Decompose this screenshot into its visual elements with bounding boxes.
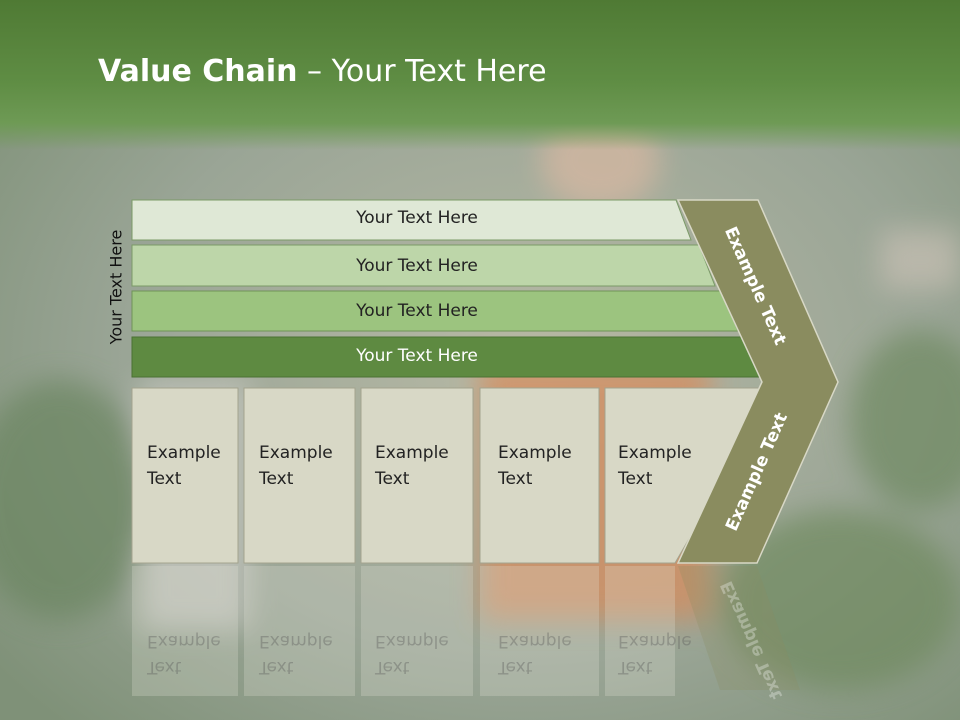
bar-4-label: Your Text Here [356, 346, 478, 366]
slide-title: Value Chain – Your Text Here [98, 54, 547, 89]
box-4-line1: Example [498, 443, 572, 463]
box-1-reflection-line2: Text [147, 657, 182, 677]
box-4-reflection: Text Example [498, 628, 572, 680]
box-5-reflection: Text Example [618, 628, 692, 680]
box-2-reflection-line2: Text [259, 657, 294, 677]
box-3-line2: Text [375, 469, 410, 489]
bar-2[interactable] [131, 244, 716, 287]
box-1-line1: Example [147, 443, 221, 463]
box-3-line1: Example [375, 443, 449, 463]
header-band [0, 0, 960, 150]
bar-2-label: Your Text Here [356, 256, 478, 276]
chevron-arrow[interactable] [676, 199, 839, 564]
box-3-reflection-line1: Example [375, 631, 449, 651]
box-2-reflection-line1: Example [259, 631, 333, 651]
box-3-reflection: Text Example [375, 628, 449, 680]
box-4-line2: Text [498, 469, 533, 489]
reflection-shapes [132, 566, 800, 696]
box-1-reflection-line1: Example [147, 631, 221, 651]
box-5-reflection-line2: Text [618, 657, 653, 677]
box-2-reflection: Text Example [259, 628, 333, 680]
box-4-reflection-line1: Example [498, 631, 572, 651]
box-2-line1: Example [259, 443, 333, 463]
box-1-reflection: Text Example [147, 628, 221, 680]
box-3-reflection-line2: Text [375, 657, 410, 677]
bar-1[interactable] [131, 199, 692, 241]
bar-1-label: Your Text Here [356, 208, 478, 228]
box-2-line2: Text [259, 469, 294, 489]
box-2[interactable] [243, 387, 356, 564]
box-1[interactable] [131, 387, 239, 564]
box-4-reflection-line2: Text [498, 657, 533, 677]
box-1-line2: Text [147, 469, 182, 489]
bar-3-label: Your Text Here [356, 301, 478, 321]
title-bold: Value Chain [98, 54, 298, 89]
box-5-line1: Example [618, 443, 692, 463]
title-rest: – Your Text Here [297, 54, 547, 89]
box-5-reflection-line1: Example [618, 631, 692, 651]
box-4[interactable] [479, 387, 600, 564]
box-3[interactable] [360, 387, 474, 564]
box-5-line2: Text [618, 469, 653, 489]
